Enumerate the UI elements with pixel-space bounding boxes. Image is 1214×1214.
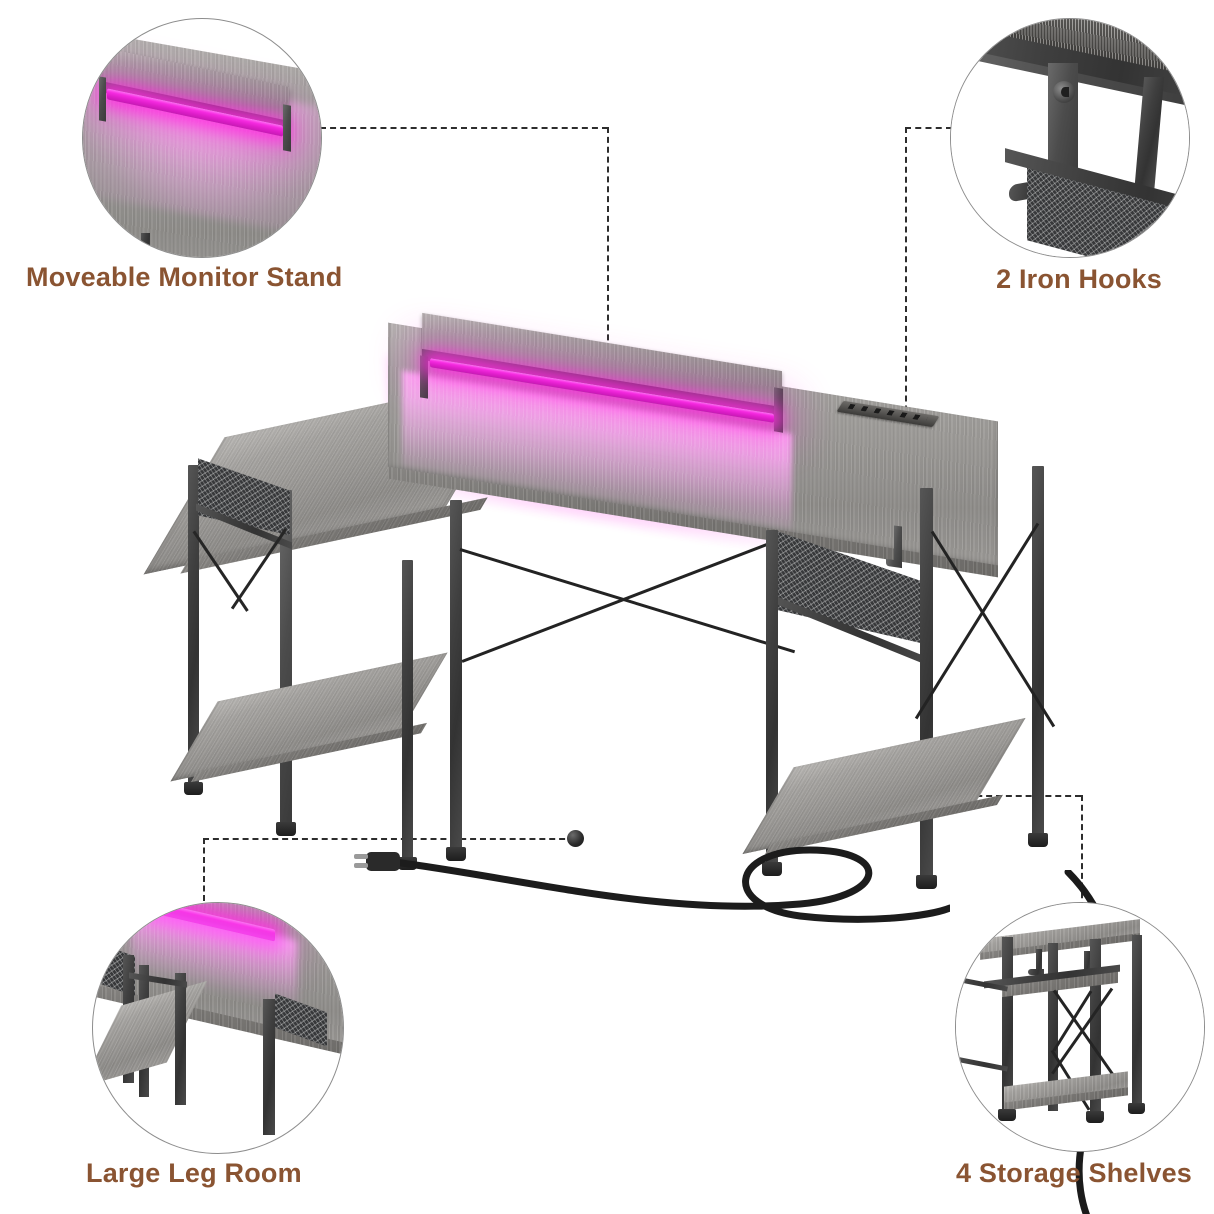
leg-right-rear bbox=[766, 530, 778, 865]
callout-photo-2-iron-hooks bbox=[950, 18, 1190, 258]
foot-center-front bbox=[446, 847, 466, 861]
foot-right-rear bbox=[762, 862, 782, 876]
connector-monitor-stand-horizontal bbox=[320, 127, 608, 129]
center-x-brace-a bbox=[459, 548, 796, 653]
foot-left-front bbox=[276, 822, 296, 836]
connector-iron-hooks-horizontal bbox=[905, 127, 952, 129]
callout-label-4-storage-shelves: 4 Storage Shelves bbox=[955, 1158, 1192, 1188]
plug-head bbox=[354, 852, 400, 871]
foot-right-front bbox=[916, 875, 937, 889]
connector-iron-hooks-vertical bbox=[905, 127, 907, 501]
monitor-stand-left-bracket bbox=[420, 355, 428, 399]
marker-leg-room bbox=[567, 830, 584, 847]
leg-left-rear bbox=[188, 465, 199, 785]
connector-shelves-vertical bbox=[1081, 795, 1083, 908]
iron-hook-front-tip bbox=[886, 558, 902, 569]
callout-photo-4-storage-shelves bbox=[955, 902, 1205, 1152]
callout-label-moveable-monitor-stand: Moveable Monitor Stand bbox=[26, 262, 343, 292]
callout-photo-large-leg-room bbox=[92, 902, 344, 1154]
connector-leg-room-horizontal bbox=[203, 838, 575, 840]
callout-photo-moveable-monitor-stand bbox=[82, 18, 322, 258]
monitor-stand-right-bracket bbox=[774, 387, 783, 433]
callout-label-2-iron-hooks: 2 Iron Hooks bbox=[996, 264, 1162, 294]
leg-center-front bbox=[450, 500, 462, 850]
leg-right-outer bbox=[1032, 466, 1044, 836]
foot-left-rear bbox=[184, 782, 203, 795]
center-x-brace-b bbox=[461, 535, 788, 663]
leg-left-shelf-outer bbox=[402, 560, 413, 860]
connector-leg-room-vertical bbox=[203, 838, 205, 920]
callout-label-large-leg-room: Large Leg Room bbox=[86, 1158, 302, 1188]
connector-monitor-stand-vertical bbox=[607, 127, 609, 370]
foot-right-outer bbox=[1028, 833, 1048, 847]
power-cord-with-plug bbox=[354, 846, 950, 923]
